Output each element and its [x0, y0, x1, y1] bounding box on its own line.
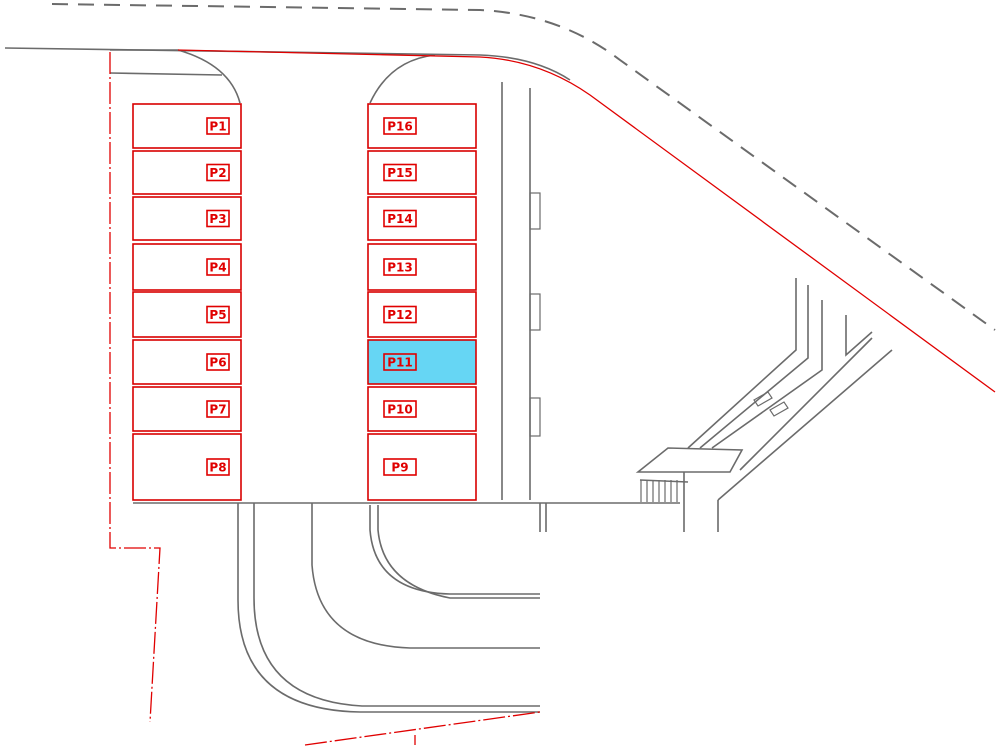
parking-slot-p4[interactable]: P4: [132, 243, 242, 291]
slot-label: P12: [387, 308, 413, 322]
slot-label: P13: [387, 261, 413, 275]
slot-label-box: [206, 209, 230, 228]
parking-slot-p1[interactable]: P1: [132, 103, 242, 149]
slot-label-box: [383, 458, 417, 476]
parking-slot-p9[interactable]: P9: [367, 433, 477, 501]
slot-label: P11: [387, 356, 413, 370]
slot-label-box: [383, 400, 417, 418]
slot-label: P3: [209, 212, 226, 226]
parking-slot-p10[interactable]: P10: [367, 386, 477, 432]
slot-label: P6: [209, 356, 226, 370]
slot-label-box: [206, 305, 230, 324]
slot-label-box: [206, 400, 230, 418]
parking-slot-p12[interactable]: P12: [367, 291, 477, 338]
slot-label-box: [383, 258, 417, 276]
slot-label-box: [206, 117, 230, 135]
site-boundary: [109, 49, 996, 746]
slot-label-box: [383, 117, 417, 135]
parking-slot-p6[interactable]: P6: [132, 339, 242, 385]
slot-label: P5: [209, 308, 226, 322]
slot-label-box: [383, 353, 417, 371]
parking-slot-p15[interactable]: P15: [367, 150, 477, 195]
parking-slot-p7[interactable]: P7: [132, 386, 242, 432]
slot-label: P8: [209, 461, 226, 475]
parking-slot-p8[interactable]: P8: [132, 433, 242, 501]
slot-label-box: [206, 163, 230, 182]
slot-label: P16: [387, 120, 413, 134]
slot-label: P10: [387, 403, 413, 417]
slot-label: P7: [209, 403, 226, 417]
slot-label: P9: [391, 461, 408, 475]
parking-slot-p16[interactable]: P16: [367, 103, 477, 149]
parking-slot-p13[interactable]: P13: [367, 243, 477, 291]
slot-label: P15: [387, 166, 413, 180]
slot-label-box: [206, 258, 230, 276]
slot-label-box: [383, 305, 417, 324]
slot-label: P1: [209, 120, 226, 134]
parking-slot-p14[interactable]: P14: [367, 196, 477, 241]
slot-label-box: [206, 353, 230, 371]
slot-label: P4: [209, 261, 226, 275]
parking-slot-p11[interactable]: P11: [367, 339, 477, 385]
parking-slot-p5[interactable]: P5: [132, 291, 242, 338]
slot-label-box: [206, 458, 230, 476]
parking-slot-p3[interactable]: P3: [132, 196, 242, 241]
parking-slot-p2[interactable]: P2: [132, 150, 242, 195]
slot-label-box: [383, 209, 417, 228]
slot-label: P2: [209, 166, 226, 180]
slot-label-box: [383, 163, 417, 182]
slot-label: P14: [387, 212, 413, 226]
road-lines: [4, 3, 996, 713]
